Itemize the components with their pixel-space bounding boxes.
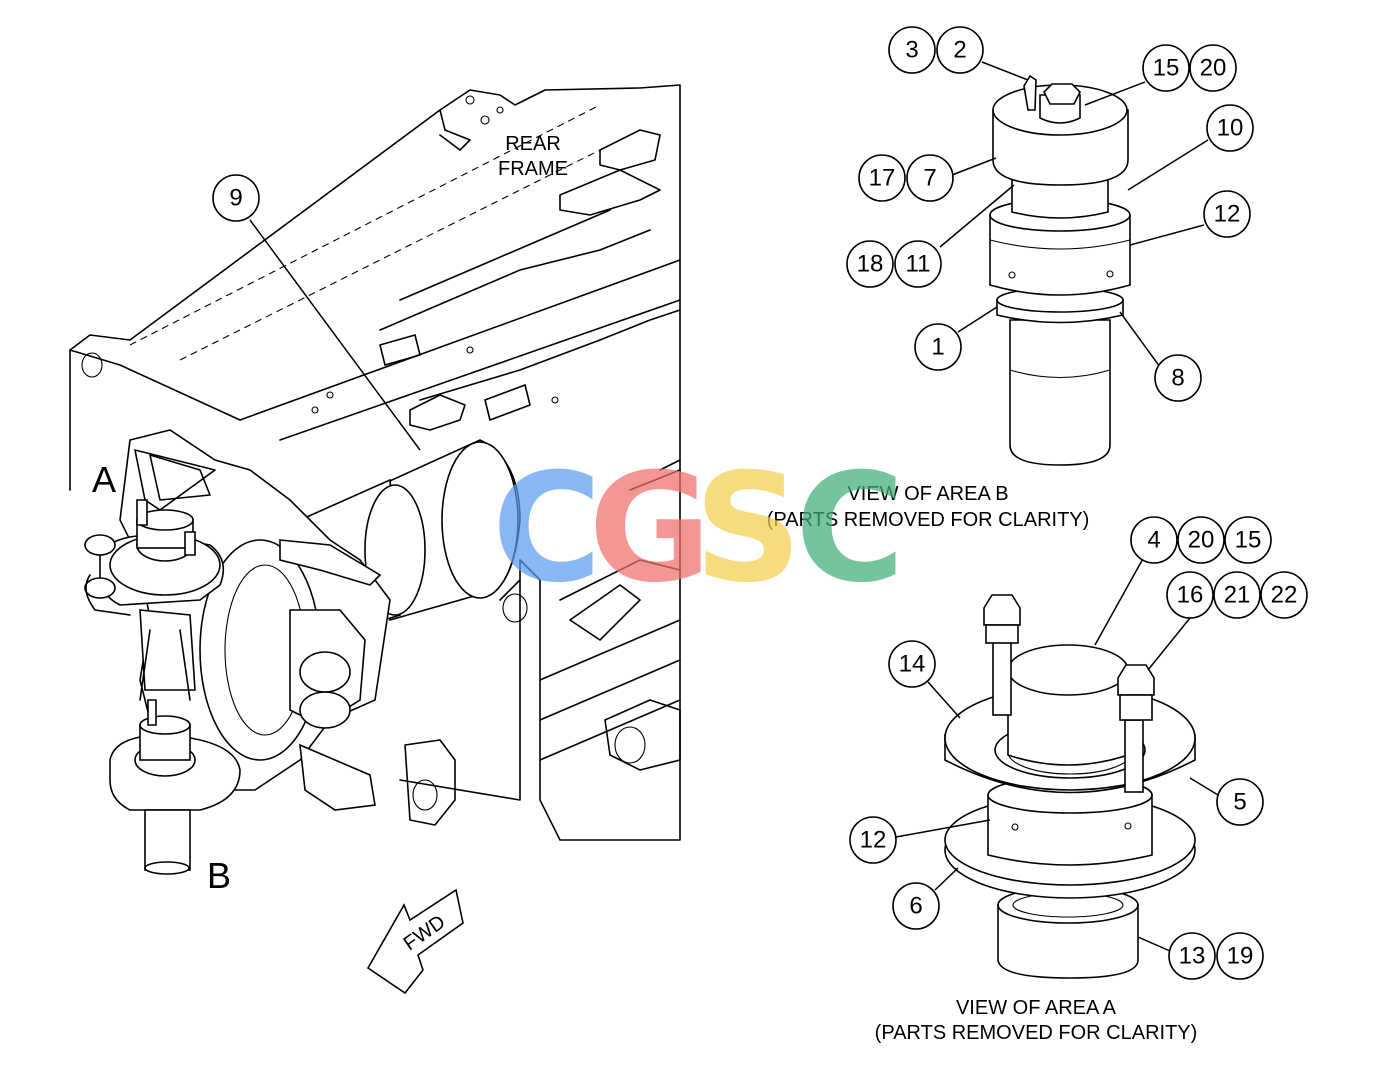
callout-12-a: 12 [849,816,897,864]
callout-1: 1 [914,323,962,371]
leader-9 [249,219,421,451]
callout-number: 9 [229,185,242,212]
callout-7: 7 [906,154,954,202]
callout-number: 11 [906,251,931,278]
callout-21: 21 [1213,571,1261,619]
callout-20: 20 [1189,44,1237,92]
watermark-letter-c1: C [492,442,602,616]
callout-number: 17 [869,165,896,192]
callout-number: 22 [1271,582,1298,609]
callout-19: 19 [1216,932,1264,980]
watermark-letter-s: S [694,442,802,616]
callout-number: 7 [923,165,936,192]
fwd-arrow: FWD [366,888,464,995]
callout-number: 16 [1177,582,1204,609]
callout-number: 10 [1217,115,1244,142]
callout-17: 17 [858,154,906,202]
callout-number: 15 [1235,527,1262,554]
callout-8: 8 [1154,354,1202,402]
callout-2: 2 [936,26,984,74]
callout-number: 14 [899,651,926,678]
callout-number: 20 [1188,527,1215,554]
callout-4: 4 [1130,516,1178,564]
rear-frame-label-line1: REAR [505,133,561,155]
callout-18: 18 [846,240,894,288]
callout-12-b: 12 [1203,190,1251,238]
area-b-marker: B [207,855,231,896]
view-a-caption-line1: VIEW OF AREA A [956,997,1117,1019]
callout-number: 15 [1153,55,1180,82]
callout-16: 16 [1166,571,1214,619]
area-b-leaders [939,61,1209,368]
callout-14: 14 [888,640,936,688]
callout-22: 22 [1260,571,1308,619]
callout-number: 4 [1147,527,1160,554]
rear-frame-drawing [69,84,681,875]
callout-number: 3 [905,37,918,64]
callout-20-a: 20 [1177,516,1225,564]
callout-11: 11 [894,240,942,288]
area-b-assembly [989,74,1131,466]
area-a-leaders [895,554,1219,952]
callout-13: 13 [1168,932,1216,980]
callout-15-a: 15 [1224,516,1272,564]
callout-number: 18 [857,251,884,278]
callout-10: 10 [1206,104,1254,152]
view-b-caption-line2: (PARTS REMOVED FOR CLARITY) [767,509,1090,531]
callout-number: 21 [1224,582,1251,609]
rear-frame-label-line2: FRAME [498,158,568,180]
callout-9: 9 [212,174,260,222]
area-a-marker: A [92,459,116,500]
callout-number: 8 [1171,365,1184,392]
watermark-letter-g: G [588,442,711,616]
view-a-caption-line2: (PARTS REMOVED FOR CLARITY) [875,1022,1198,1044]
callout-5: 5 [1216,778,1264,826]
callout-number: 13 [1179,943,1206,970]
watermark-logo: C G S C [492,442,905,616]
callout-number: 20 [1200,55,1227,82]
callout-number: 12 [860,827,887,854]
watermark-letter-c2: C [795,442,905,616]
area-a-assembly [944,594,1196,979]
callout-6: 6 [892,882,940,930]
callout-15: 15 [1142,44,1190,92]
callout-number: 12 [1214,201,1241,228]
callout-number: 19 [1227,943,1254,970]
callout-number: 1 [931,334,944,361]
callout-number: 2 [953,37,966,64]
view-b-caption-line1: VIEW OF AREA B [847,483,1008,505]
callout-number: 5 [1233,789,1246,816]
callout-number: 6 [909,893,922,920]
callout-3: 3 [888,26,936,74]
